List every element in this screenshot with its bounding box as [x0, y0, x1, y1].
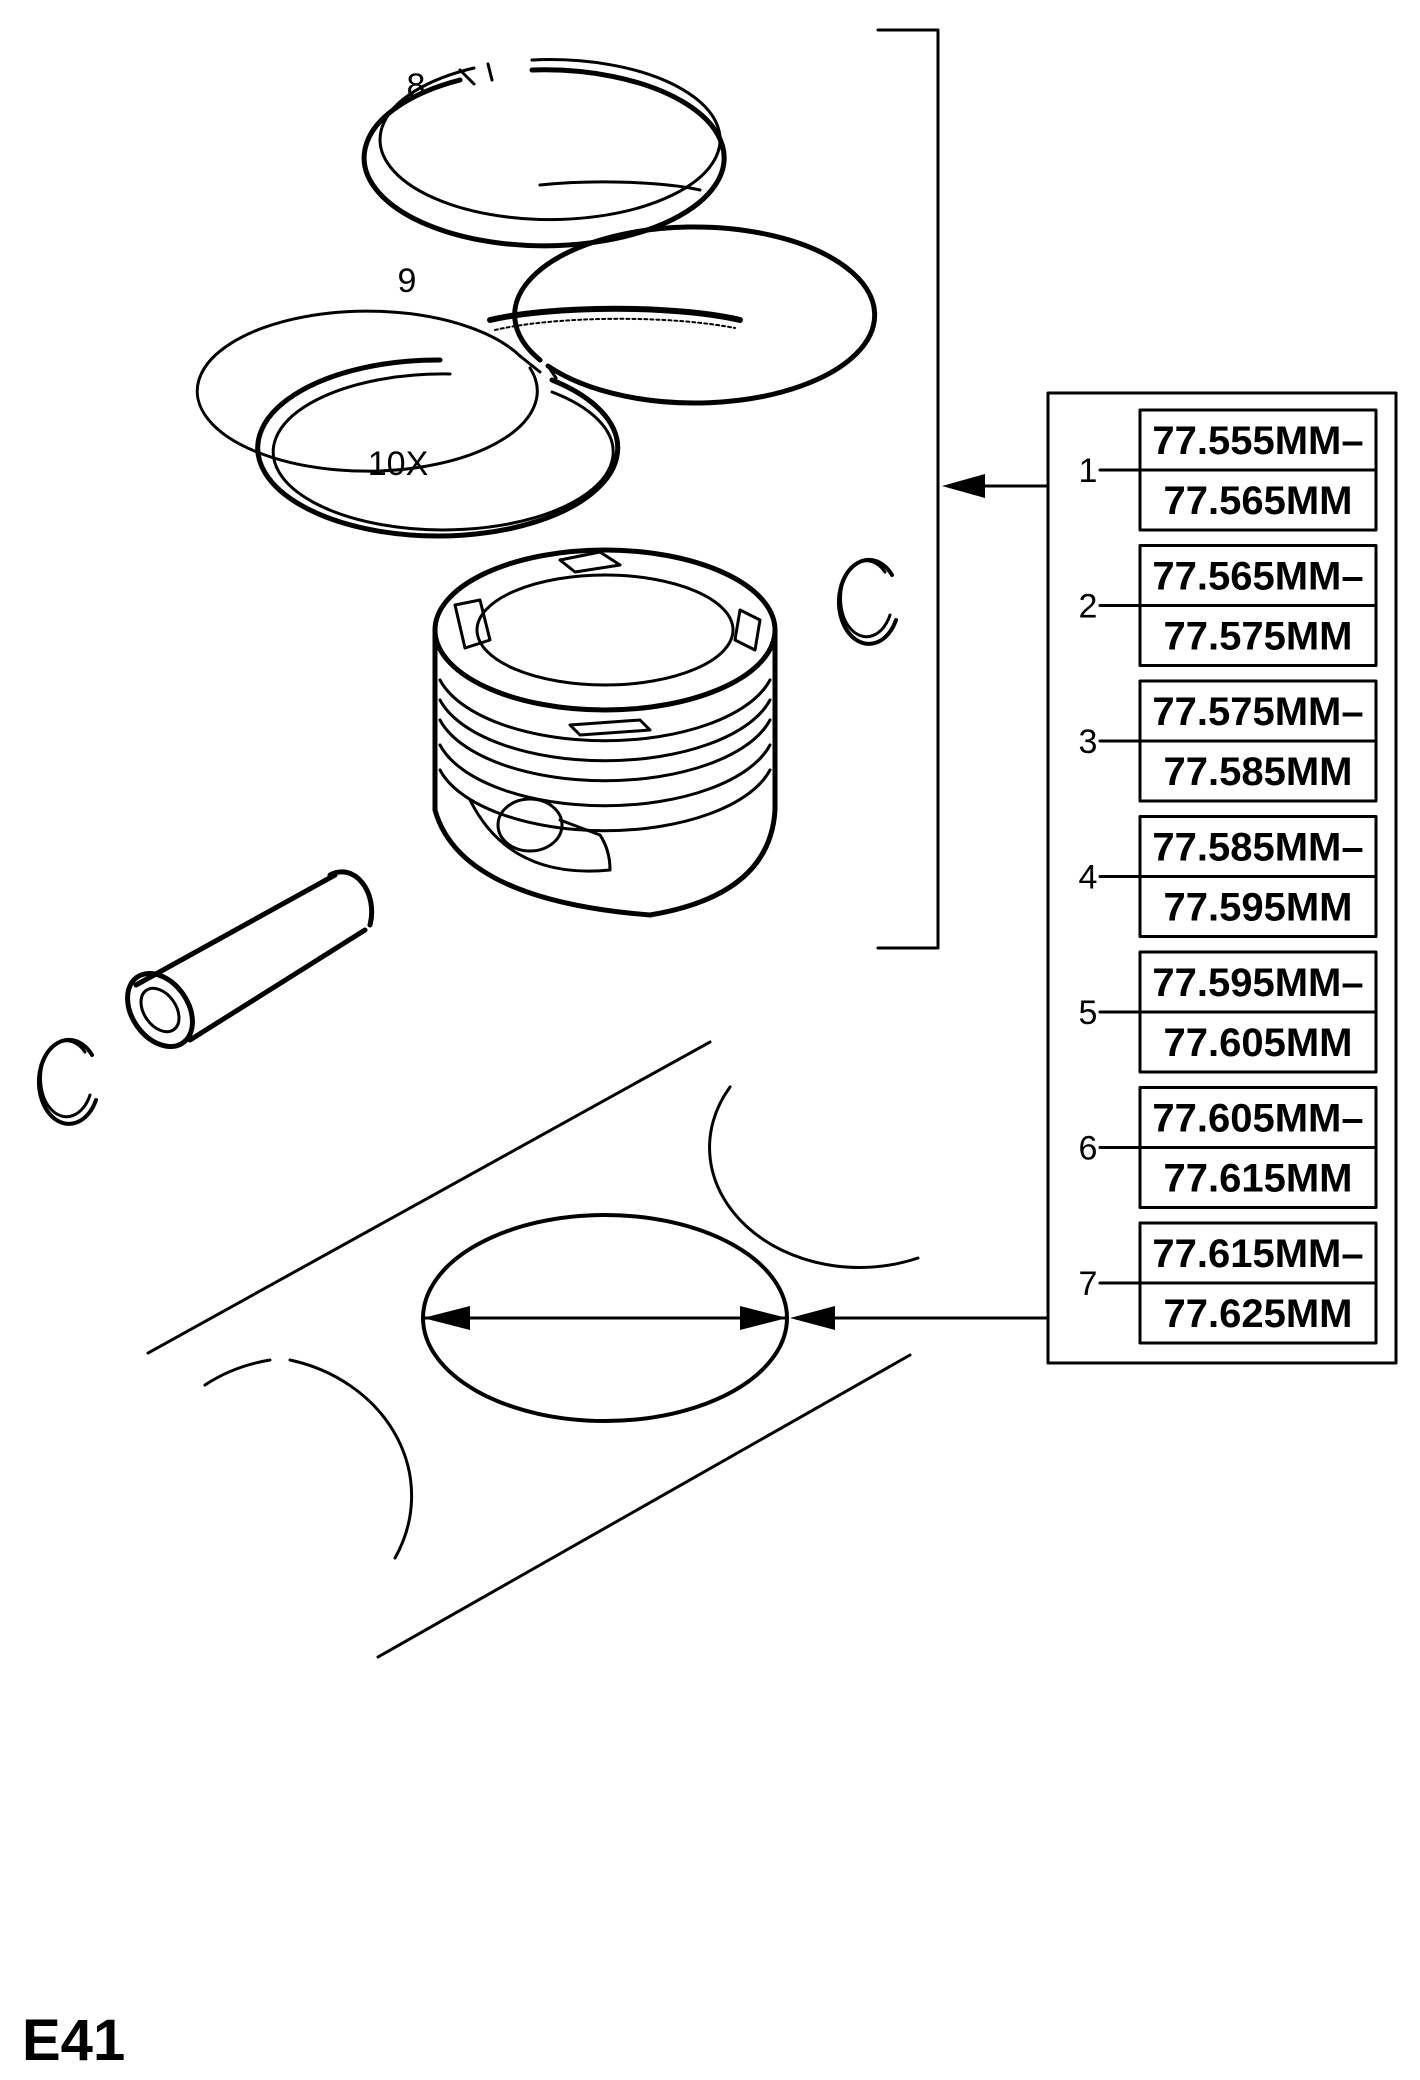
size-to: 77.595MM	[1164, 886, 1353, 930]
size-from: 77.595MM–	[1152, 961, 1363, 1005]
size-index: 1	[1079, 452, 1098, 490]
circlip-right-drawing	[836, 557, 898, 646]
size-from: 77.585MM–	[1152, 826, 1363, 870]
arrow-to-kit	[942, 474, 1050, 498]
bore-dimension-arrows	[423, 1306, 787, 1330]
callout-ring-9: 9	[398, 262, 417, 300]
size-to: 77.615MM	[1164, 1157, 1353, 1201]
size-index: 3	[1079, 723, 1098, 761]
size-row: 1 77.555MM– 77.565MM	[1079, 408, 1378, 532]
page-code: E41	[22, 2008, 125, 2073]
circlip-left-drawing	[36, 1037, 98, 1126]
size-index: 6	[1079, 1130, 1098, 1168]
callout-ring-8: 8	[407, 67, 426, 105]
size-row: 4 77.585MM– 77.595MM	[1079, 815, 1378, 938]
size-row: 6 77.605MM– 77.615MM	[1079, 1086, 1378, 1209]
callout-ring-10: 10X	[368, 445, 429, 483]
ring-9-drawing	[195, 224, 878, 473]
size-from: 77.575MM–	[1152, 690, 1363, 734]
size-to: 77.565MM	[1164, 479, 1353, 523]
cylinder-block-drawing	[146, 1040, 920, 1659]
size-index: 2	[1079, 588, 1098, 626]
size-row: 3 77.575MM– 77.585MM	[1079, 679, 1378, 803]
ring-10-drawing	[255, 357, 621, 539]
size-row: 2 77.565MM– 77.575MM	[1079, 544, 1378, 667]
arrow-to-bore	[790, 1306, 1050, 1330]
size-to: 77.625MM	[1164, 1292, 1353, 1336]
size-row: 5 77.595MM– 77.605MM	[1079, 950, 1378, 1074]
size-to: 77.575MM	[1164, 615, 1353, 659]
size-from: 77.615MM–	[1152, 1232, 1363, 1276]
size-from: 77.555MM–	[1152, 419, 1363, 463]
size-to: 77.605MM	[1164, 1021, 1353, 1065]
piston-pin-drawing	[125, 869, 375, 1049]
size-row: 7 77.615MM– 77.625MM	[1079, 1221, 1378, 1345]
size-index: 4	[1079, 859, 1098, 897]
size-from: 77.605MM–	[1152, 1097, 1363, 1141]
kit-bracket	[876, 28, 940, 950]
size-index: 7	[1079, 1265, 1098, 1303]
piston-drawing	[432, 547, 778, 918]
size-index: 5	[1079, 994, 1098, 1032]
size-table: 1 77.555MM– 77.565MM 2 77.565MM– 77.575MM 3 77.…	[1046, 391, 1398, 1365]
size-to: 77.585MM	[1164, 750, 1353, 794]
size-from: 77.565MM–	[1152, 555, 1363, 599]
